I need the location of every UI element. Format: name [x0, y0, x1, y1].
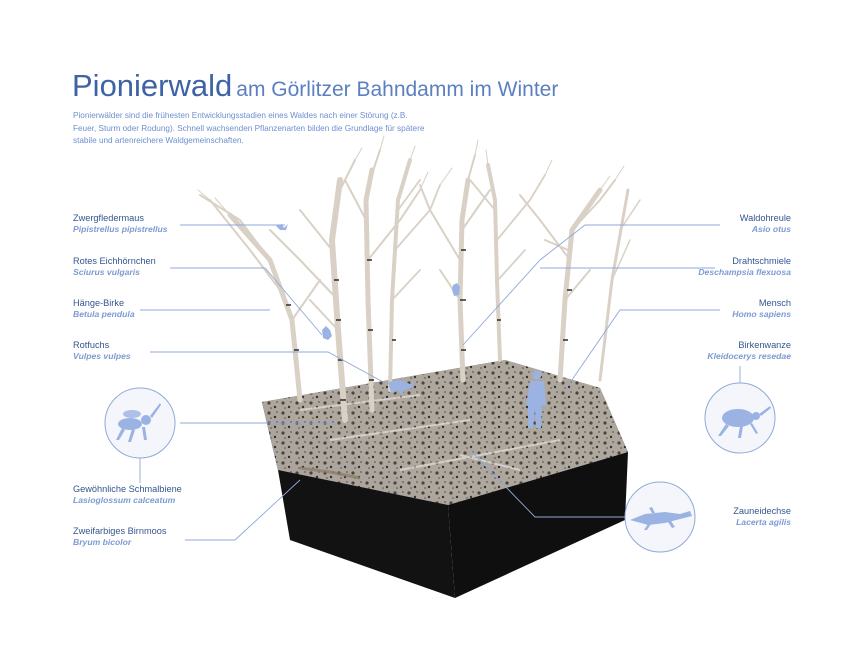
- squirrel-icon: [322, 326, 332, 340]
- bug-circle: [704, 382, 776, 454]
- fox-icon: [388, 380, 414, 395]
- intro-text: Pionierwälder sind die frühesten Entwick…: [73, 111, 425, 145]
- species-name: Gewöhnliche Schmalbiene: [73, 484, 182, 494]
- species-sci: Betula pendula: [73, 309, 135, 319]
- species-name: Mensch: [758, 298, 791, 308]
- species-name: Zwergfledermaus: [73, 213, 144, 223]
- title-rest: am Görlitzer Bahndamm im Winter: [236, 78, 559, 101]
- label-human: Mensch Homo sapiens: [732, 298, 791, 320]
- species-name: Hänge-Birke: [73, 298, 125, 308]
- lizard-icon: [630, 507, 692, 530]
- species-name: Rotes Eichhörnchen: [73, 256, 156, 266]
- species-name: Drahtschmiele: [732, 256, 791, 266]
- species-name: Zauneidechse: [733, 506, 791, 516]
- bug-icon: [718, 406, 771, 438]
- species-sci: Pipistrellus pipistrellus: [73, 224, 168, 234]
- species-sci: Bryum bicolor: [73, 537, 132, 547]
- bat-icon: [276, 224, 288, 230]
- bark-marks: [286, 249, 572, 401]
- soil-block: [262, 360, 628, 598]
- label-moss: Zweifarbiges Birnmoos Bryum bicolor: [73, 526, 166, 548]
- label-bee: Gewöhnliche Schmalbiene Lasioglossum cal…: [73, 484, 182, 506]
- bee-icon: [116, 403, 161, 442]
- label-lizard: Zauneidechse Lacerta agilis: [733, 506, 791, 528]
- species-name: Waldohreule: [739, 213, 791, 223]
- species-name: Zweifarbiges Birnmoos: [73, 526, 167, 536]
- label-grass: Drahtschmiele Deschampsia flexuosa: [698, 256, 791, 278]
- label-bat: Zwergfledermaus Pipistrellus pipistrellu…: [73, 213, 168, 235]
- leader-lines: [139, 224, 741, 541]
- species-name: Rotfuchs: [73, 340, 110, 350]
- scene-silhouettes: [276, 224, 546, 428]
- label-squirrel: Rotes Eichhörnchen Sciurus vulgaris: [73, 256, 156, 278]
- species-name: Birkenwanze: [738, 340, 791, 350]
- label-fox: Rotfuchs Vulpes vulpes: [73, 340, 131, 362]
- species-sci: Asio otus: [751, 224, 791, 234]
- species-sci: Kleidocerys resedae: [707, 351, 791, 361]
- label-owl: Waldohreule Asio otus: [740, 213, 791, 235]
- lizard-circle: [624, 481, 696, 553]
- species-sci: Deschampsia flexuosa: [698, 267, 791, 277]
- species-sci: Homo sapiens: [732, 309, 791, 319]
- title-main: Pionierwald: [72, 68, 233, 103]
- label-bug: Birkenwanze Kleidocerys resedae: [707, 340, 791, 362]
- species-sci: Lasioglossum calceatum: [73, 495, 176, 505]
- human-icon: [526, 370, 546, 428]
- species-sci: Sciurus vulgaris: [73, 267, 140, 277]
- label-birch: Hänge-Birke Betula pendula: [73, 298, 135, 320]
- bee-circle: [104, 387, 176, 459]
- species-sci: Vulpes vulpes: [73, 351, 131, 361]
- species-sci: Lacerta agilis: [736, 517, 791, 527]
- owl-icon: [452, 283, 460, 296]
